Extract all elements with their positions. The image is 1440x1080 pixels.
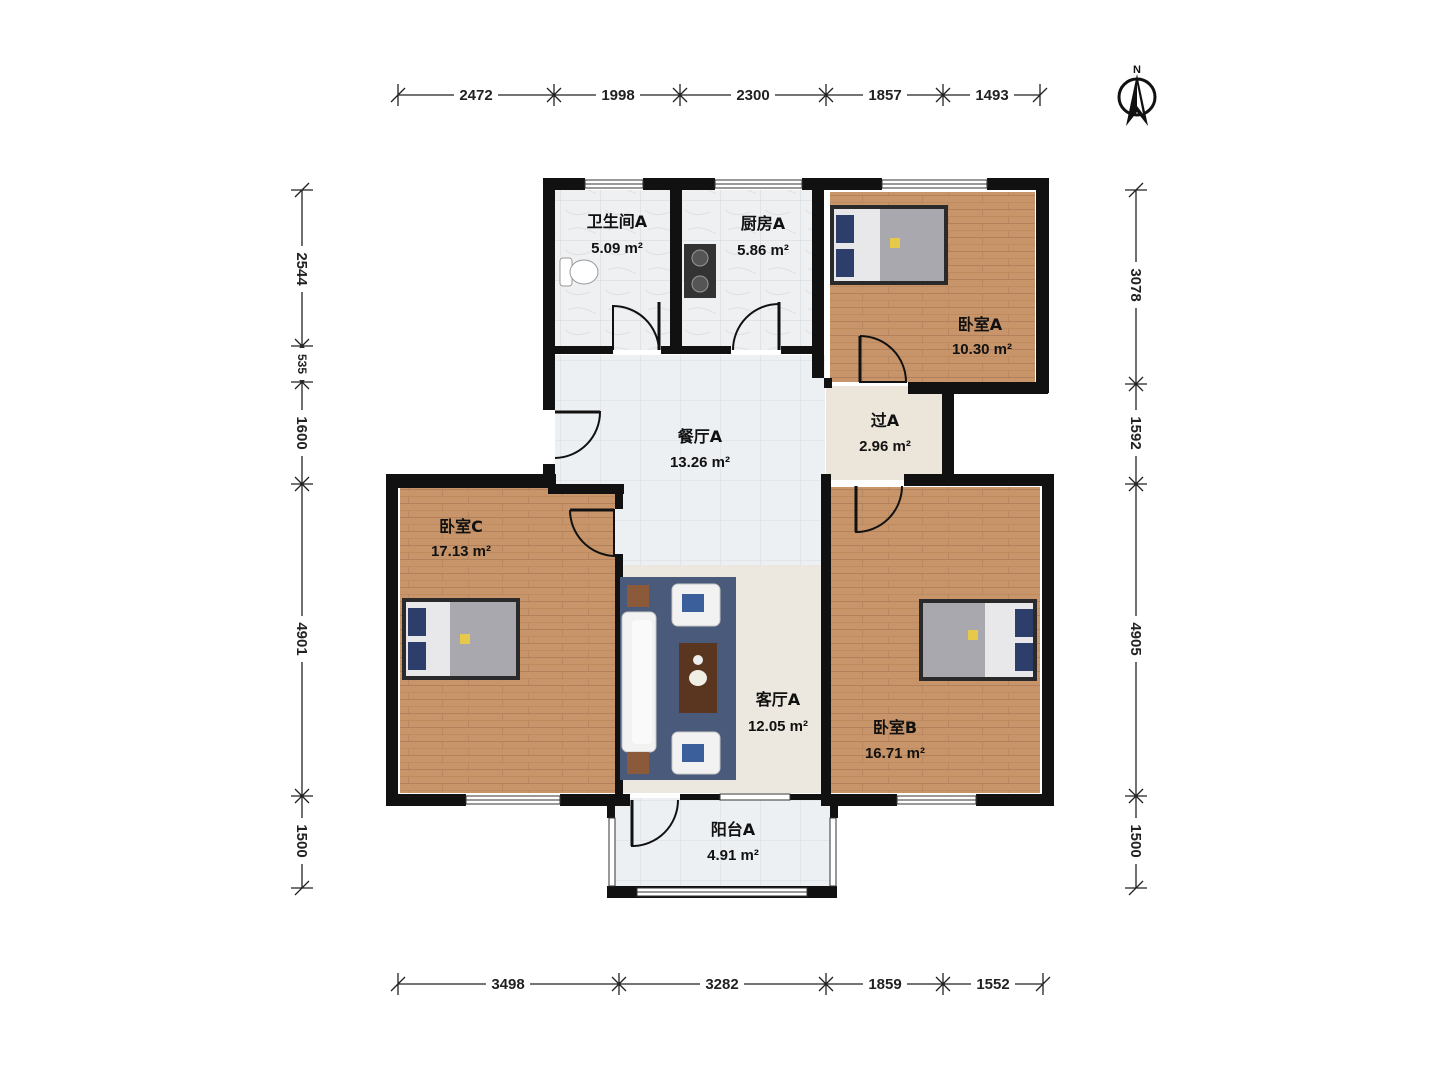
dim-bottom-1: 3498 [491, 976, 524, 993]
dim-top-1: 2472 [459, 87, 492, 104]
dim-bottom-3: 1859 [868, 976, 901, 993]
bed-bedroom-b [919, 599, 1037, 681]
toilet [559, 257, 599, 287]
bedroom-b-name: 卧室B [873, 718, 917, 737]
dining-area: 13.26 m² [670, 454, 730, 471]
dim-right-4: 1500 [1127, 824, 1144, 857]
dim-top-5: 1493 [975, 87, 1008, 104]
bed-bedroom-a [830, 205, 948, 285]
dim-left-4: 4901 [293, 622, 310, 655]
bottom-ticks [390, 973, 1051, 995]
right-ticks [1125, 182, 1147, 896]
living-name: 客厅A [756, 690, 801, 709]
bed-bedroom-c [402, 598, 520, 680]
living-furniture [620, 577, 736, 780]
dim-bottom-2: 3282 [705, 976, 738, 993]
dimension-labels: 2472 1998 2300 1857 1493 3498 3282 1859 … [293, 87, 1144, 993]
bedroom-a-name: 卧室A [958, 315, 1003, 334]
kitchen-name: 厨房A [741, 214, 786, 233]
dim-right-3: 4905 [1127, 622, 1144, 655]
kitchen-area: 5.86 m² [737, 242, 789, 259]
passage-area: 2.96 m² [859, 438, 911, 455]
dining-name: 餐厅A [677, 427, 723, 446]
bedroom-c-name: 卧室C [439, 517, 483, 536]
dim-right-2: 1592 [1127, 416, 1144, 449]
doors [554, 302, 908, 848]
dim-left-3: 1600 [293, 416, 310, 449]
stove [684, 244, 716, 298]
dim-bottom-4: 1552 [976, 976, 1009, 993]
bedroom-a-area: 10.30 m² [952, 341, 1012, 358]
dim-left-5: 1500 [293, 824, 310, 857]
bedroom-b-area: 16.71 m² [865, 745, 925, 762]
room-labels: 卫生间A 5.09 m² 厨房A 5.86 m² 卧室A 10.30 m² 餐厅… [431, 212, 1012, 864]
bedroom-c-area: 17.13 m² [431, 543, 491, 560]
dim-top-2: 1998 [601, 87, 634, 104]
floors [400, 190, 1040, 888]
passage-name: 过A [871, 411, 900, 430]
windows [465, 179, 988, 897]
dining-floor-lower [620, 480, 825, 570]
dim-left-2: 535 [295, 354, 309, 374]
dim-right-1: 3078 [1127, 268, 1144, 301]
compass-icon: N [1117, 64, 1157, 126]
bathroom-name: 卫生间A [587, 212, 648, 231]
passage-floor [826, 386, 942, 480]
living-area: 12.05 m² [748, 718, 808, 735]
balcony-name: 阳台A [711, 820, 756, 839]
dim-top-4: 1857 [868, 87, 901, 104]
bathroom-area: 5.09 m² [591, 240, 643, 257]
dim-top-3: 2300 [736, 87, 769, 104]
dim-left-1: 2544 [293, 252, 310, 286]
balcony-area: 4.91 m² [707, 847, 759, 864]
compass-label: N [1133, 64, 1141, 76]
dimension-label-bg [293, 86, 1145, 993]
top-ticks [390, 84, 1048, 106]
